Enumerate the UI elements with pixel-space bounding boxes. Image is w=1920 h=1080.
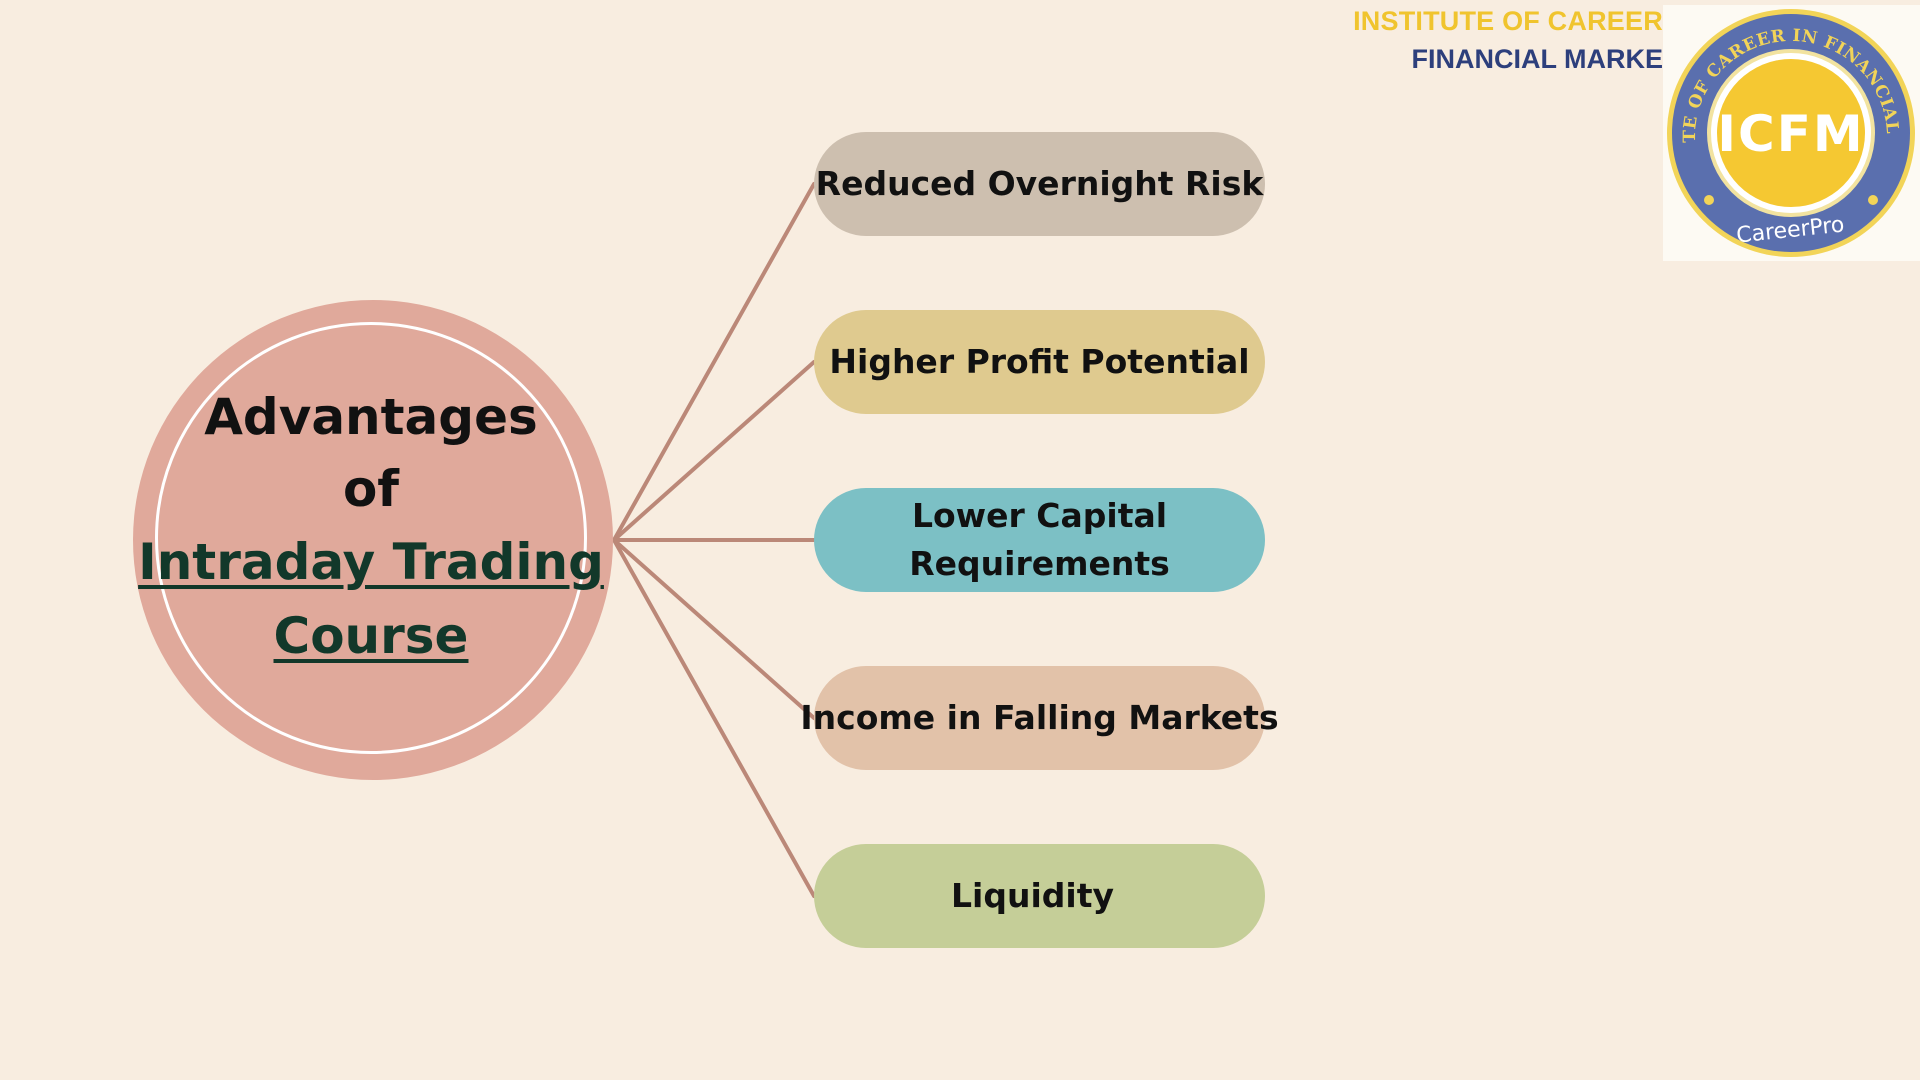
branch-label-line1: Lower Capital	[911, 496, 1168, 535]
connector-line-4	[612, 538, 816, 720]
branch-lower-capital-requirements: Lower Capital Requirements	[814, 488, 1265, 592]
branch-label: Higher Profit Potential	[829, 342, 1250, 381]
connector-line-5	[612, 538, 816, 898]
logo-dot-right	[1868, 195, 1878, 205]
branch-label: Income in Falling Markets	[800, 698, 1279, 737]
central-topic-title: Advantages	[204, 388, 538, 446]
central-topic-subject-cont: Course	[273, 607, 469, 665]
branch-reduced-overnight-risk: Reduced Overnight Risk	[814, 132, 1265, 236]
logo-center-text: ICFM	[1717, 105, 1864, 163]
central-topic-circle: Advantages of Intraday Trading Course	[133, 300, 613, 780]
branch-label-line2: Requirements	[909, 544, 1170, 583]
branch-label: Liquidity	[951, 876, 1114, 915]
logo-dot-left	[1704, 195, 1714, 205]
branch-liquidity: Liquidity	[814, 844, 1265, 948]
icfm-logo: INSTITUTE OF CAREER IN FINANCIAL MARKET …	[1653, 0, 1920, 261]
institute-name-header: INSTITUTE OF CAREER IN FINANCIAL MARKET	[1353, 2, 1698, 78]
central-topic-connector-word: of	[342, 460, 400, 518]
central-topic-inner-ring: Advantages of Intraday Trading Course	[138, 322, 604, 754]
connector-line-1	[612, 182, 816, 542]
institute-name-line1: INSTITUTE OF CAREER IN	[1353, 6, 1698, 36]
branch-income-in-falling-markets: Income in Falling Markets	[800, 666, 1279, 770]
institute-name-line2: FINANCIAL MARKET	[1411, 44, 1680, 74]
branch-label: Reduced Overnight Risk	[815, 164, 1264, 203]
central-topic-subject: Intraday Trading	[138, 533, 604, 591]
connector-line-2	[612, 360, 816, 542]
icfm-emblem-icon: INSTITUTE OF CAREER IN FINANCIAL MARKET …	[1653, 0, 1915, 257]
branch-higher-profit-potential: Higher Profit Potential	[814, 310, 1265, 414]
